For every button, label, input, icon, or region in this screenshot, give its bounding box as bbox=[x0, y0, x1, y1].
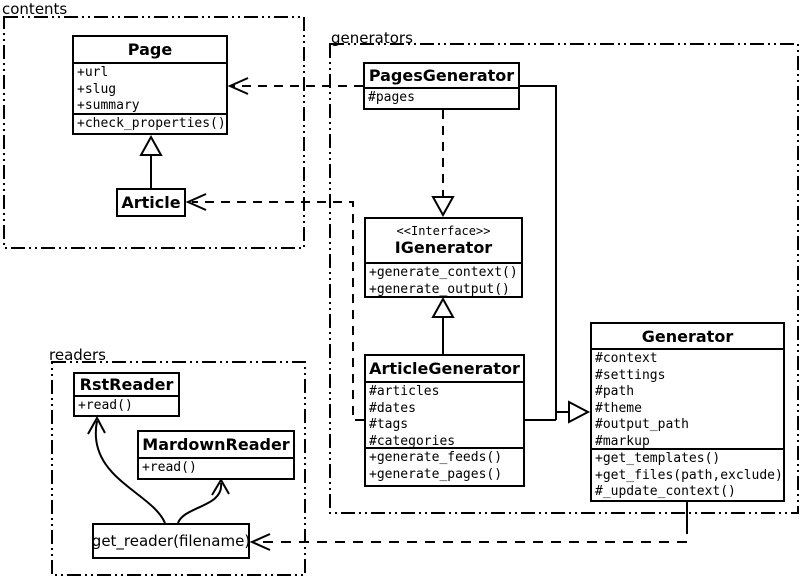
attribute: #output_path bbox=[595, 417, 689, 432]
method: +generate_pages() bbox=[369, 466, 503, 482]
generators-package-border bbox=[329, 43, 799, 514]
generator-methods: +get_templates() +get_files(path,exclude… bbox=[592, 450, 783, 502]
package-label-contents: contents bbox=[2, 0, 68, 18]
attribute: +summary bbox=[77, 98, 140, 113]
generator-attributes: #context #settings #path #theme #output_… bbox=[592, 350, 783, 450]
class-box-articlegenerator: ArticleGenerator #articles #dates #tags … bbox=[364, 354, 525, 487]
page-methods: +check_properties() bbox=[74, 115, 226, 134]
package-label-readers: readers bbox=[49, 346, 106, 364]
readers-package-border bbox=[51, 361, 306, 576]
package-label-generators: generators bbox=[331, 29, 413, 47]
articlegenerator-methods: +generate_feeds() +generate_pages() bbox=[366, 449, 523, 485]
attribute: +slug bbox=[77, 81, 117, 97]
class-title-igenerator: <<Interface>> IGenerator bbox=[366, 219, 521, 264]
attribute: #articles bbox=[369, 384, 440, 399]
class-box-article: Article bbox=[116, 188, 186, 217]
igenerator-methods: +generate_context() +generate_output() bbox=[366, 264, 521, 299]
get-reader-label: get_reader(filename) bbox=[91, 532, 251, 550]
attribute: #dates bbox=[369, 400, 416, 416]
class-title-pagesgenerator: PagesGenerator bbox=[365, 64, 518, 89]
attribute: #settings bbox=[595, 367, 666, 383]
generalization-to-generator bbox=[520, 85, 591, 424]
method: +generate_output() bbox=[369, 281, 510, 297]
method: +get_templates() bbox=[595, 451, 721, 466]
method: +read() bbox=[78, 398, 133, 413]
attribute: #context bbox=[595, 351, 658, 366]
method: +generate_context() bbox=[369, 265, 518, 280]
attribute: +url bbox=[77, 65, 109, 80]
association-getreader-to-rstreader bbox=[87, 415, 166, 524]
dependency-generator-to-getreader bbox=[249, 502, 688, 551]
function-box-get-reader: get_reader(filename) bbox=[92, 523, 250, 559]
attribute: #categories bbox=[369, 433, 456, 449]
generalization-article-to-page bbox=[139, 134, 163, 188]
igenerator-name: IGenerator bbox=[394, 238, 493, 257]
class-box-generator: Generator #context #settings #path #them… bbox=[590, 322, 785, 502]
attribute: #pages bbox=[368, 90, 415, 105]
method: +generate_feeds() bbox=[369, 450, 503, 465]
contents-package-border bbox=[3, 16, 305, 249]
pagesgenerator-attributes: #pages bbox=[365, 89, 518, 108]
class-title-page: Page bbox=[74, 37, 226, 64]
class-box-rstreader: RstReader +read() bbox=[73, 372, 180, 417]
class-box-pagesgenerator: PagesGenerator #pages bbox=[363, 62, 520, 110]
class-box-page: Page +url +slug +summary +check_properti… bbox=[72, 35, 228, 135]
method: +read() bbox=[142, 460, 197, 475]
realization-pagesgenerator-to-igenerator bbox=[431, 110, 455, 218]
attribute: #markup bbox=[595, 433, 650, 449]
articlegenerator-attributes: #articles #dates #tags #categories bbox=[366, 383, 523, 449]
igenerator-stereotype: <<Interface>> bbox=[396, 224, 491, 238]
class-title-rstreader: RstReader bbox=[75, 374, 178, 397]
class-title-mardownreader: MardownReader bbox=[139, 432, 293, 459]
mardownreader-methods: +read() bbox=[139, 459, 293, 478]
dependency-pagesgenerator-to-page bbox=[227, 77, 363, 95]
class-title-article: Article bbox=[121, 193, 181, 212]
class-title-generator: Generator bbox=[592, 324, 783, 350]
rstreader-methods: +read() bbox=[75, 397, 178, 416]
attribute: #path bbox=[595, 384, 635, 399]
dependency-articlegenerator-to-article bbox=[185, 193, 364, 421]
class-box-igenerator: <<Interface>> IGenerator +generate_conte… bbox=[364, 217, 523, 298]
association-getreader-to-mardownreader bbox=[177, 478, 230, 524]
method: +check_properties() bbox=[77, 116, 226, 131]
class-box-mardownreader: MardownReader +read() bbox=[137, 430, 295, 480]
attribute: #theme bbox=[595, 400, 642, 416]
class-title-articlegenerator: ArticleGenerator bbox=[366, 356, 523, 383]
attribute: #tags bbox=[369, 417, 409, 432]
method: #_update_context() bbox=[595, 484, 736, 499]
method: +get_files(path,exclude) bbox=[595, 467, 783, 483]
generalization-articlegenerator-to-igenerator bbox=[431, 296, 455, 354]
page-attributes: +url +slug +summary bbox=[74, 64, 226, 115]
